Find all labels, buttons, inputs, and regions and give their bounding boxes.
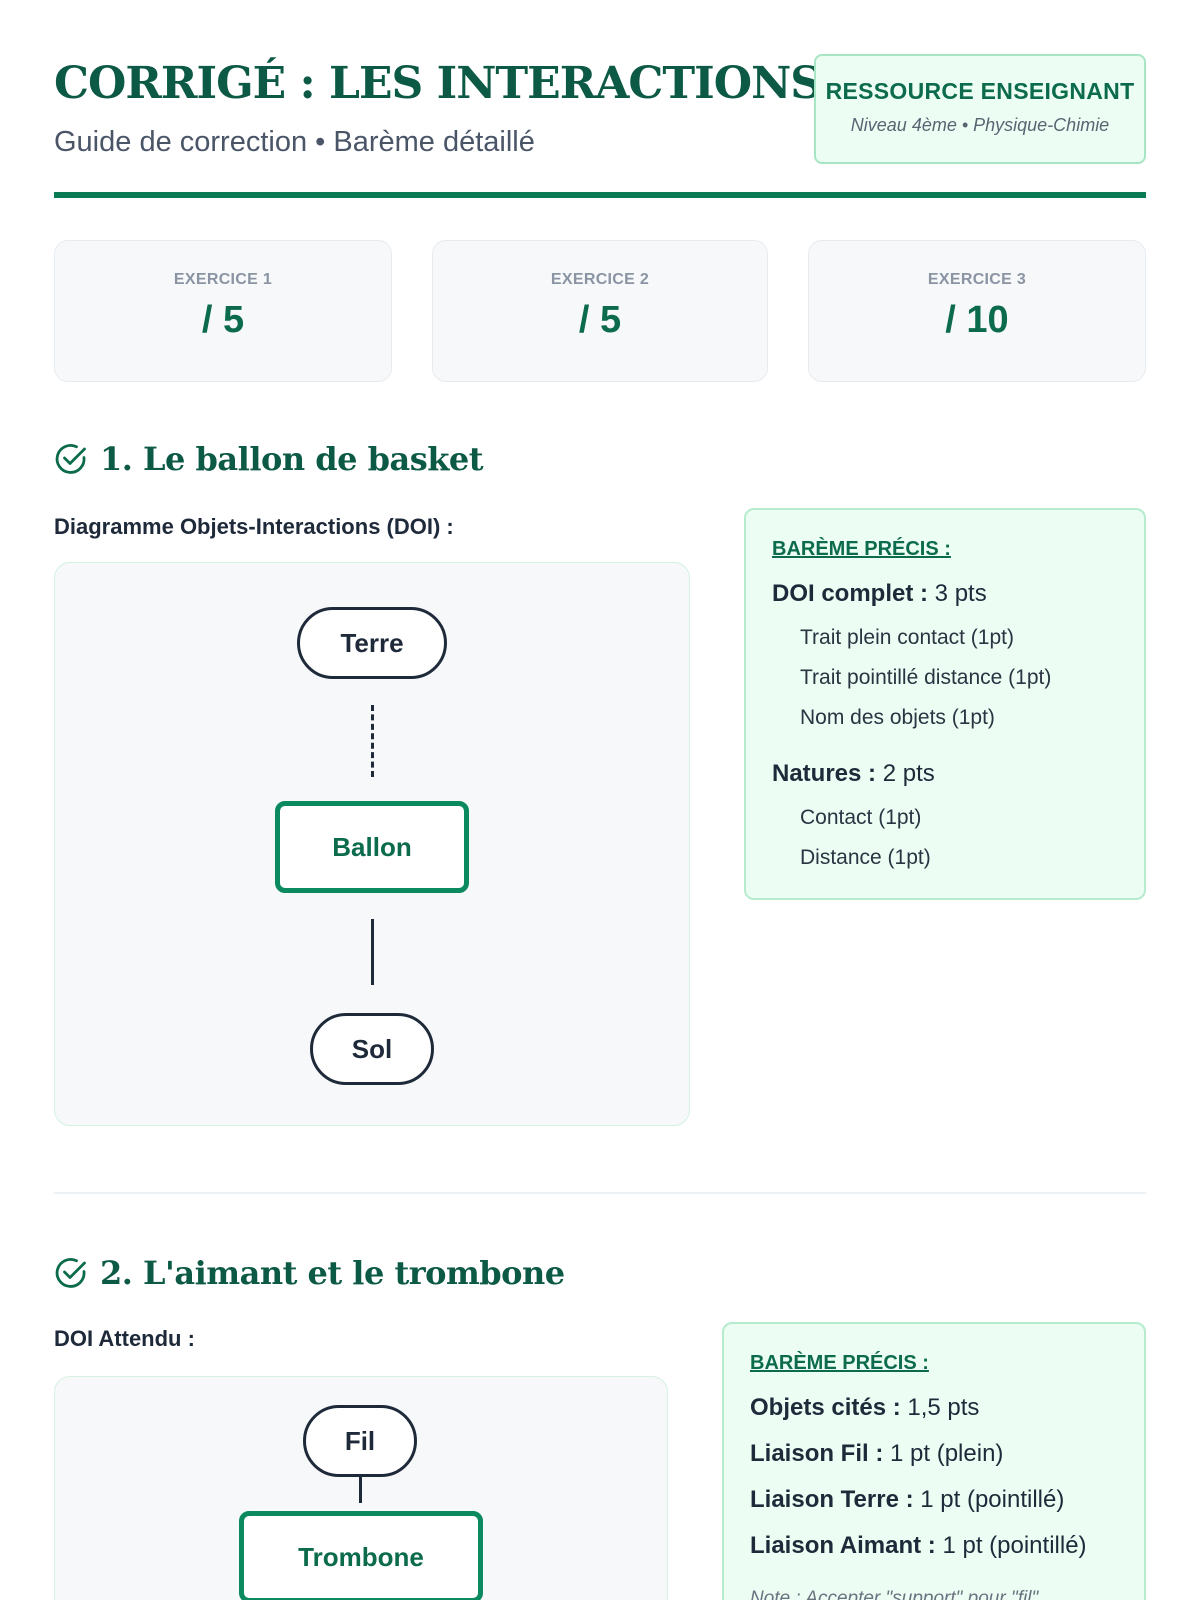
node-terre: Terre — [297, 607, 447, 679]
bareme-note: Note : Accepter "support" pour "fil". — [750, 1588, 1044, 1600]
section-1-title: 1. Le ballon de basket — [100, 440, 484, 478]
section-1-heading: 1. Le ballon de basket — [54, 440, 484, 478]
score-card-exercise-3: EXERCICE 3 / 10 — [808, 240, 1146, 382]
bareme-natures-label: Natures : — [772, 760, 877, 787]
bareme-line-value: 1 pt (pointillé) — [935, 1532, 1087, 1559]
bareme-natures-line: Natures : 2 pts — [772, 760, 935, 788]
bareme-doi-label: DOI complet : — [772, 580, 929, 607]
node-fil: Fil — [303, 1405, 417, 1477]
section-2-title: 2. L'aimant et le trombone — [100, 1254, 565, 1292]
score-label: EXERCICE 3 — [927, 271, 1027, 288]
diagram-1-label: Diagramme Objets-Interactions (DOI) : — [54, 514, 454, 539]
badge-subtitle: Niveau 4ème • Physique-Chimie — [850, 115, 1110, 135]
resource-badge: RESSOURCE ENSEIGNANT Niveau 4ème • Physi… — [814, 54, 1146, 164]
distance-interaction-line — [371, 705, 374, 777]
bareme-doi-value: 3 pts — [928, 580, 987, 607]
bareme-line-label: Liaison Aimant : — [750, 1532, 936, 1559]
node-trombone: Trombone — [239, 1511, 483, 1600]
section-divider — [54, 1192, 1146, 1194]
bareme-title: BARÈME PRÉCIS : — [750, 1352, 929, 1374]
bareme-doi-item: Trait plein contact (1pt) — [800, 626, 1014, 649]
score-card-exercise-2: EXERCICE 2 / 5 — [432, 240, 768, 382]
bareme-box-2: BARÈME PRÉCIS : Objets cités : 1,5 pts L… — [722, 1322, 1146, 1600]
bareme-title: BARÈME PRÉCIS : — [772, 538, 951, 560]
bareme-line-label: Objets cités : — [750, 1394, 901, 1421]
bareme-doi-item: Nom des objets (1pt) — [800, 706, 995, 729]
bareme-line-label: Liaison Fil : — [750, 1440, 884, 1467]
bareme-natures-value: 2 pts — [876, 760, 935, 787]
diagram-2-label: DOI Attendu : — [54, 1326, 195, 1351]
score-value: / 5 — [578, 299, 622, 341]
page-title: CORRIGÉ : LES INTERACTIONS — [54, 58, 822, 109]
header: CORRIGÉ : LES INTERACTIONS Guide de corr… — [54, 50, 1146, 200]
bareme-line: Liaison Fil : 1 pt (plein) — [750, 1440, 1003, 1468]
badge-title: RESSOURCE ENSEIGNANT — [825, 78, 1135, 104]
bareme-doi-line: DOI complet : 3 pts — [772, 580, 987, 608]
check-circle-icon — [55, 444, 86, 474]
bareme-natures-item: Contact (1pt) — [800, 806, 922, 829]
header-divider — [54, 192, 1146, 198]
bareme-box-1: BARÈME PRÉCIS : DOI complet : 3 pts Trai… — [744, 508, 1146, 900]
node-ballon: Ballon — [275, 801, 469, 893]
doi-diagram-1: Terre Ballon Sol — [54, 562, 690, 1126]
contact-interaction-line — [359, 1477, 362, 1503]
bareme-line-value: 1 pt (pointillé) — [913, 1486, 1065, 1513]
score-label: EXERCICE 1 — [173, 271, 273, 288]
section-2-heading: 2. L'aimant et le trombone — [54, 1254, 565, 1292]
check-circle-icon — [55, 1258, 86, 1288]
bareme-doi-item: Trait pointillé distance (1pt) — [800, 666, 1052, 689]
bareme-natures-item: Distance (1pt) — [800, 846, 931, 869]
bareme-line-value: 1,5 pts — [900, 1394, 980, 1421]
bareme-line-value: 1 pt (plein) — [883, 1440, 1004, 1467]
score-label: EXERCICE 2 — [550, 271, 650, 288]
score-value: / 5 — [201, 299, 245, 341]
contact-interaction-line — [371, 919, 374, 985]
node-sol: Sol — [310, 1013, 434, 1085]
score-value: / 10 — [945, 299, 1009, 341]
page-subtitle: Guide de correction • Barème détaillé — [54, 126, 535, 158]
score-card-exercise-1: EXERCICE 1 / 5 — [54, 240, 392, 382]
doi-diagram-2: Fil Trombone — [54, 1376, 668, 1600]
bareme-line: Liaison Terre : 1 pt (pointillé) — [750, 1486, 1064, 1514]
bareme-line-label: Liaison Terre : — [750, 1486, 914, 1513]
bareme-line: Liaison Aimant : 1 pt (pointillé) — [750, 1532, 1087, 1560]
bareme-line: Objets cités : 1,5 pts — [750, 1394, 979, 1422]
